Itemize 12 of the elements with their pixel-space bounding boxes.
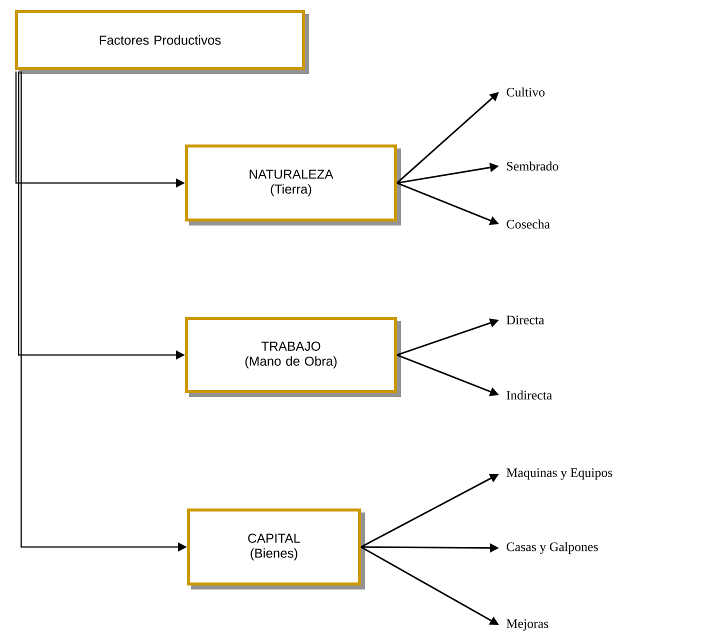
category-box: TRABAJO (Mano de Obra) (185, 317, 401, 397)
item-label: Cultivo (506, 87, 545, 97)
item-label: Indirecta (506, 390, 552, 400)
item-label: Maquinas y Equipos (506, 468, 612, 480)
item-label: Sembrado (507, 161, 558, 171)
item-label: Casas y Galpones (506, 542, 598, 554)
item-label: Cosecha (506, 219, 550, 229)
item-label: Directa (506, 316, 544, 324)
category-box: CAPITAL (Bienes) (187, 508, 365, 590)
category-box: NATURALEZA (Tierra) (185, 144, 401, 226)
item-label: Mejoras (506, 619, 548, 631)
title-box: Factores Productivos (15, 10, 309, 74)
